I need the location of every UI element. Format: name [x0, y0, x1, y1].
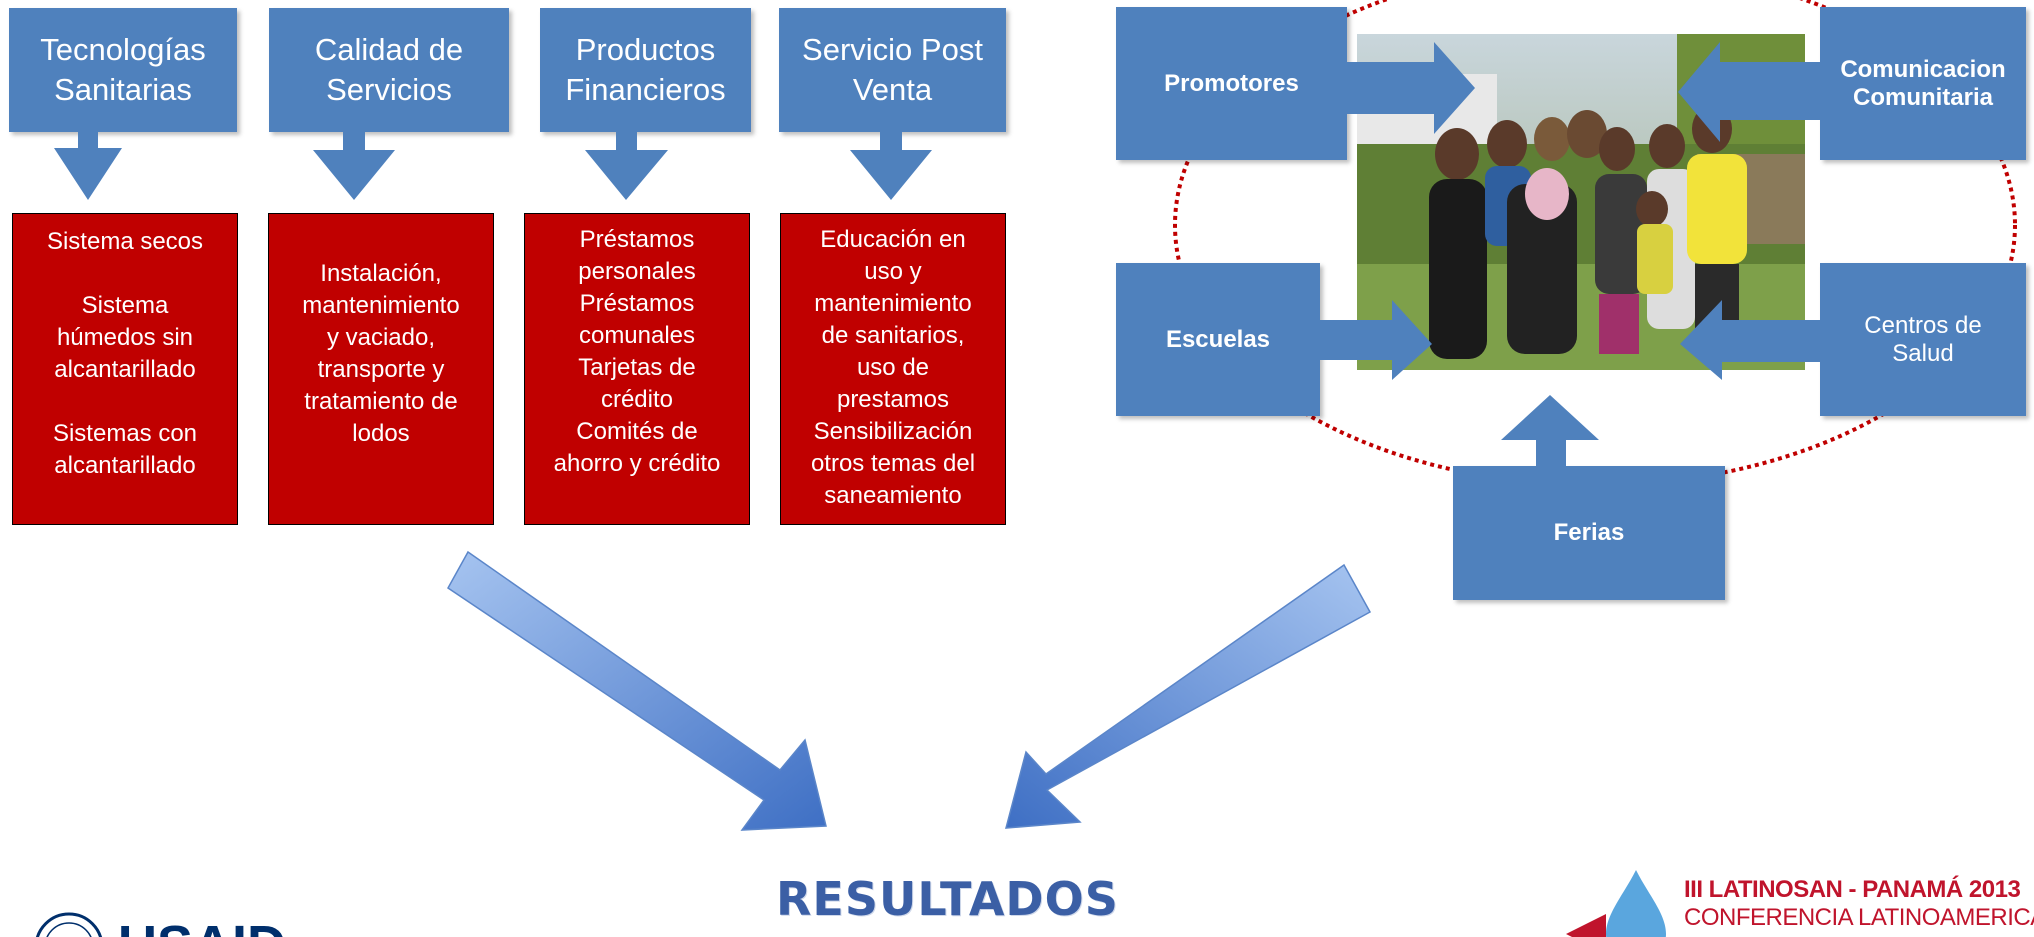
- detail-box-tecnologias: Sistema secos Sistema húmedos sin alcant…: [12, 213, 238, 525]
- detail-text: Sistema secos Sistema húmedos sin alcant…: [46, 228, 204, 479]
- down-arrow: [54, 130, 122, 200]
- left-arrow: [1678, 42, 1822, 142]
- detail-text: Préstamos personales Préstamos comunales…: [553, 226, 721, 477]
- right-arrow: [1345, 42, 1475, 134]
- channel-box-ferias: Ferias: [1453, 466, 1725, 600]
- right-diagonal-arrow: [1005, 563, 1372, 829]
- channel-box-escuelas: Escuelas: [1116, 263, 1320, 416]
- category-label: Servicio Post Venta: [802, 32, 983, 107]
- detail-text: Instalación, mantenimiento y vaciado, tr…: [302, 260, 460, 447]
- latinosan-logo: III LATINOSAN - PANAMÁ 2013 CONFERENCIA …: [1566, 864, 2034, 937]
- usaid-seal-icon: [35, 912, 103, 937]
- category-label: Tecnologías Sanitarias: [40, 32, 206, 107]
- detail-box-productos: Préstamos personales Préstamos comunales…: [524, 213, 750, 525]
- channel-box-centros: Centros de Salud: [1820, 263, 2026, 416]
- up-arrow: [1501, 395, 1599, 466]
- category-box-calidad: Calidad de Servicios: [269, 8, 509, 132]
- channel-label: Ferias: [1553, 519, 1625, 546]
- channel-box-comunicacion: Comunicacion Comunitaria: [1820, 7, 2026, 160]
- detail-text: Educación en uso y mantenimiento de sani…: [810, 226, 976, 509]
- left-diagonal-arrow: [447, 550, 827, 831]
- left-arrow: [1680, 300, 1822, 380]
- usaid-wordmark: USAID: [118, 914, 286, 937]
- channel-label: Centros de Salud: [1864, 311, 1982, 367]
- category-box-productos: Productos Financieros: [540, 8, 751, 132]
- down-arrow: [585, 130, 668, 200]
- channel-label: Escuelas: [1165, 325, 1271, 353]
- category-box-servicio: Servicio Post Venta: [779, 8, 1006, 132]
- category-label: Calidad de Servicios: [314, 32, 464, 107]
- water-drop-icon: [1566, 870, 1666, 937]
- category-box-tecnologias: Tecnologías Sanitarias: [9, 8, 237, 132]
- channel-label: Promotores: [1164, 69, 1299, 97]
- usaid-logo: USAID: [34, 912, 374, 937]
- down-arrow: [313, 130, 395, 200]
- channel-label: Comunicacion Comunitaria: [1840, 55, 2006, 111]
- detail-box-calidad: Instalación, mantenimiento y vaciado, tr…: [268, 213, 494, 525]
- result-title: RESULTADOS: [776, 872, 1119, 926]
- dotted-ring: [1173, 0, 2017, 487]
- category-label: Productos Financieros: [565, 32, 726, 107]
- channel-box-promotores: Promotores: [1116, 7, 1347, 160]
- detail-box-servicio: Educación en uso y mantenimiento de sani…: [780, 213, 1006, 525]
- down-arrow: [850, 130, 932, 200]
- category-down-arrows: [54, 130, 932, 200]
- latinosan-subtitle: CONFERENCIA LATINOAMERICANA: [1684, 904, 2034, 931]
- right-arrow: [1320, 300, 1432, 380]
- channel-arrows: [1320, 42, 1822, 466]
- latinosan-title: III LATINOSAN - PANAMÁ 2013: [1684, 876, 2021, 903]
